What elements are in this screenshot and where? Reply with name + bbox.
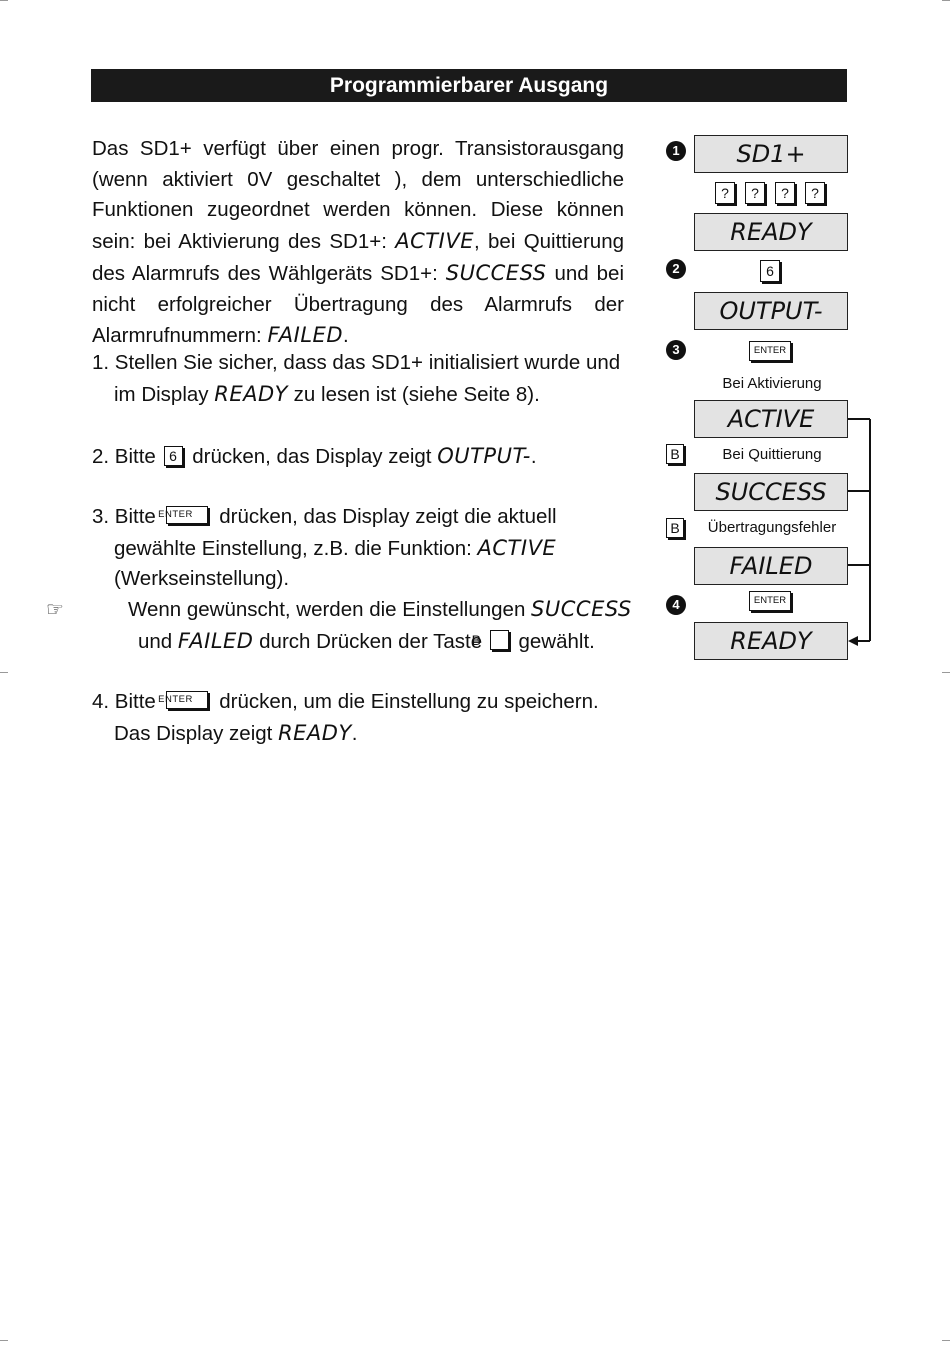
lcd-text: ACTIVE [477, 535, 557, 560]
display-sd1: SD1+ [694, 135, 848, 173]
key-b-icon: B [472, 630, 509, 651]
intro-paragraph: Das SD1+ verfügt über einen progr. Trans… [92, 134, 624, 352]
crop-mark [0, 0, 8, 1]
step-text: 1. Stellen Sie sicher, dass das SD1+ ini… [92, 351, 621, 406]
display-ready-final: READY [694, 622, 848, 660]
pin-key-icon: ? [775, 182, 795, 204]
step-text: 2. Bitte [92, 445, 162, 468]
step-text: 3. Bitte [92, 505, 162, 528]
enter-key-icon: ENTER [158, 690, 208, 709]
note-text: gewählt. [512, 629, 595, 653]
note-text: durch Drücken der Taste [253, 629, 488, 653]
step-text: drücken, das Display zeigt [186, 445, 438, 468]
step-3: 3. Bitte ENTER drücken, das Display zeig… [92, 502, 634, 595]
pin-key-icon: ? [805, 182, 825, 204]
crop-mark [0, 1340, 8, 1341]
step-text: . [530, 445, 537, 468]
step-badge-1: 1 [666, 141, 686, 161]
step-text: . [351, 721, 358, 745]
intro-text: . [342, 324, 349, 348]
display-output: OUTPUT- [694, 292, 848, 330]
display-success: SUCCESS [694, 473, 848, 511]
crop-mark [0, 672, 8, 673]
lcd-text: SUCCESS [445, 260, 547, 285]
step-4: 4. Bitte ENTER drücken, um die Einstellu… [92, 687, 634, 749]
display-ready: READY [694, 213, 848, 251]
enter-key-icon: ENTER [158, 505, 208, 524]
display-active: ACTIVE [694, 400, 848, 438]
pin-key-icon: ? [715, 182, 735, 204]
lcd-text: ACTIVE [395, 229, 474, 254]
note-text: und [138, 629, 178, 653]
crop-mark [942, 0, 950, 1]
intro-text: , bei Quittierung des Alarmrufs des Wähl… [92, 230, 624, 285]
step-badge-2: 2 [666, 259, 686, 279]
step-text: (Werkseinstellung). [114, 567, 290, 591]
step-text: drücken, das Display zeigt die aktuell g… [114, 505, 557, 560]
intro-text: Das SD1+ verfügt über einen progr. Trans… [92, 137, 624, 254]
lcd-text: READY [214, 381, 288, 406]
step-badge-4: 4 [666, 595, 686, 615]
lcd-text: FAILED [267, 323, 343, 348]
enter-key-icon: ENTER [749, 591, 791, 611]
lcd-text: SUCCESS [531, 597, 632, 621]
label-activation: Bei Aktivierung [722, 375, 822, 392]
crop-mark [942, 1340, 950, 1341]
pointing-hand-icon: ☞ [46, 599, 64, 621]
step-1: 1. Stellen Sie sicher, dass das SD1+ ini… [92, 348, 634, 410]
arrow-head-icon [848, 636, 858, 646]
step-badge-3: 3 [666, 340, 686, 360]
crop-mark [942, 672, 950, 673]
label-error: Übertragungsfehler [707, 519, 837, 536]
step-text: 4. Bitte [92, 690, 162, 713]
intro-text: und bei nicht erfolgreicher Übertragung … [92, 261, 625, 348]
label-acknowledge: Bei Quittierung [722, 446, 822, 463]
lcd-text: FAILED [177, 628, 254, 653]
hint-note: ☞ Wenn gewünscht, werden die Einstellunge… [46, 594, 668, 657]
key-6-icon: 6 [163, 445, 183, 466]
key-6-icon: 6 [760, 260, 780, 282]
step-text: drücken, um die Einstellung zu speichern… [114, 690, 599, 745]
key-b-icon: B [666, 518, 684, 538]
enter-key-icon: ENTER [749, 341, 791, 361]
display-failed: FAILED [694, 547, 848, 585]
lcd-text: READY [278, 720, 352, 745]
step-2: 2. Bitte 6 drücken, das Display zeigt OU… [92, 441, 632, 473]
step-text: zu lesen ist (siehe Seite 8). [287, 382, 540, 406]
page-title: Programmierbarer Ausgang [91, 69, 847, 102]
lcd-text: OUTPUT- [437, 444, 531, 468]
note-text: Wenn gewünscht, werden die Einstellungen [128, 598, 532, 621]
pin-key-icon: ? [745, 182, 765, 204]
key-b-icon: B [666, 444, 684, 464]
